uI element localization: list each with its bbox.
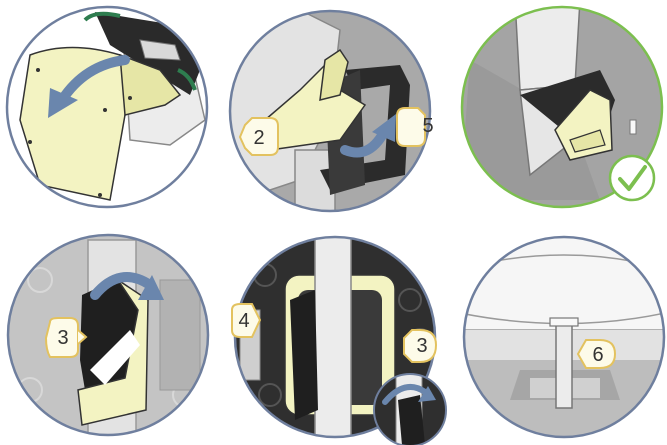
- step-number: 4: [238, 310, 249, 332]
- check-icon: [610, 156, 654, 200]
- step-number: 3: [57, 327, 68, 349]
- step-badge: 6: [578, 340, 615, 368]
- panel-4: 3: [0, 230, 220, 445]
- step-badge: 3: [404, 330, 436, 362]
- step-number: 6: [592, 344, 603, 366]
- panel-5: 4 3: [230, 230, 450, 445]
- step-number: 3: [416, 335, 427, 357]
- panel-2: 2 5: [220, 0, 450, 220]
- step-number: 5: [422, 115, 433, 137]
- step-number: 2: [253, 127, 264, 149]
- panel-1: [0, 0, 220, 220]
- step-badge: 2: [240, 118, 278, 155]
- panel-3: [450, 0, 667, 220]
- panel-6: 6: [450, 230, 667, 445]
